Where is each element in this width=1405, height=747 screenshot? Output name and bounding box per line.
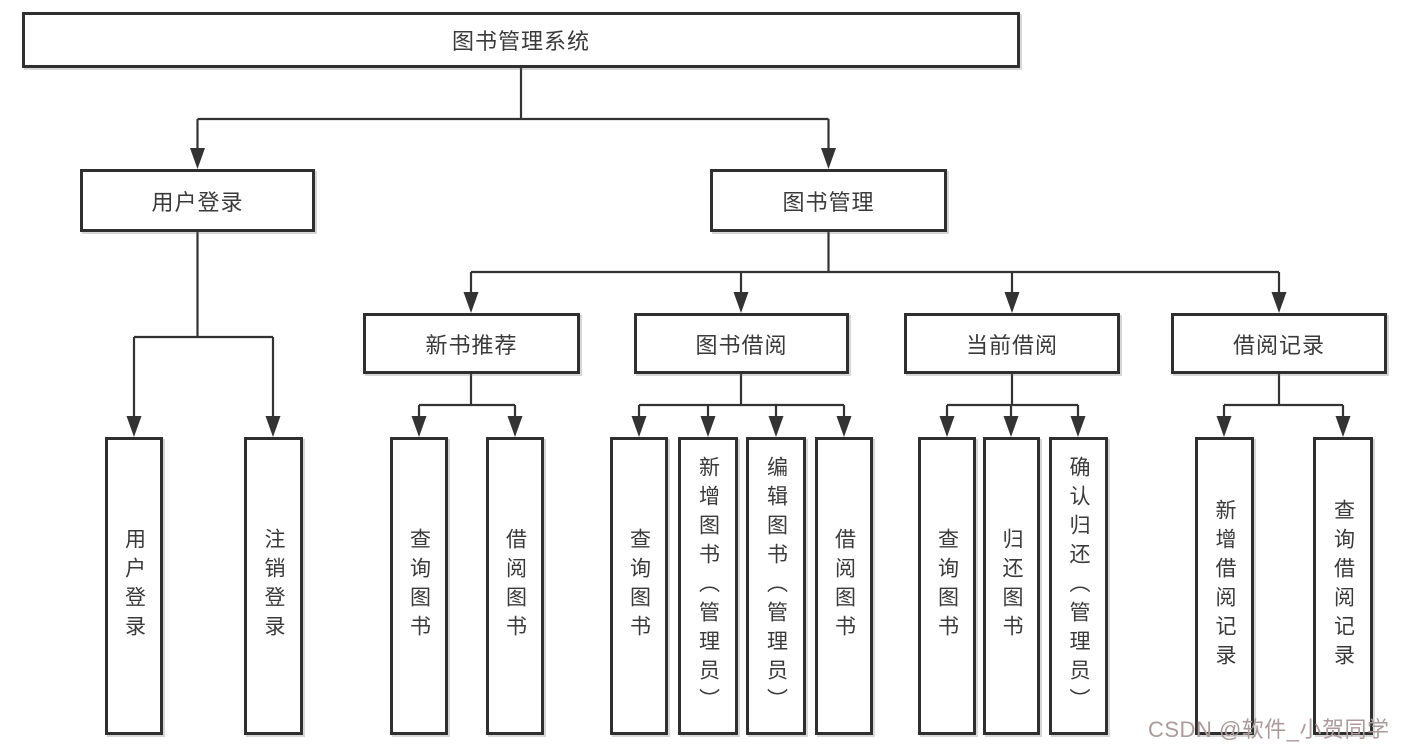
leaf-label: 借阅图书 [832, 528, 856, 644]
leaf-user-login: 用户登录 [105, 437, 163, 735]
leaf-label: 查询图书 [935, 528, 959, 644]
leaf-query-books-borrow: 查询图书 [610, 437, 668, 735]
leaf-add-borrow-record: 新增借阅记录 [1195, 437, 1254, 735]
leaf-label: 新增借阅记录 [1213, 499, 1236, 673]
node-new-book-recommend: 新书推荐 [363, 313, 580, 374]
leaf-query-books-current: 查询图书 [918, 437, 976, 735]
node-book-borrow: 图书借阅 [634, 313, 849, 374]
leaf-label: 查询图书 [627, 528, 651, 644]
leaf-label: 新增图书（管理员） [696, 455, 720, 717]
node-user-login: 用户登录 [80, 169, 315, 232]
leaf-add-books-admin: 新增图书（管理员） [678, 437, 738, 735]
leaf-logout: 注销登录 [244, 437, 303, 735]
leaf-label: 编辑图书（管理员） [764, 455, 788, 717]
leaf-borrow-books: 借阅图书 [815, 437, 873, 735]
csdn-watermark: CSDN @软件_小贺同学 [1148, 717, 1390, 742]
arrowheads [126, 148, 1351, 437]
leaf-label: 用户登录 [122, 528, 146, 644]
leaf-label: 借阅图书 [503, 528, 527, 644]
node-book-management: 图书管理 [710, 169, 947, 232]
leaf-confirm-return-admin: 确认归还（管理员） [1049, 437, 1108, 735]
node-current-borrow: 当前借阅 [904, 313, 1120, 374]
leaf-label: 查询图书 [407, 528, 431, 644]
node-borrow-records: 借阅记录 [1171, 313, 1387, 374]
leaf-label: 归还图书 [1000, 528, 1023, 644]
leaf-query-borrow-record: 查询借阅记录 [1313, 437, 1373, 735]
leaf-query-books-recommend: 查询图书 [390, 437, 448, 735]
node-library-management-system: 图书管理系统 [22, 12, 1020, 68]
leaf-edit-books-admin: 编辑图书（管理员） [746, 437, 806, 735]
leaf-label: 注销登录 [262, 528, 285, 644]
leaf-label: 查询借阅记录 [1331, 499, 1355, 673]
leaf-return-books: 归还图书 [983, 437, 1040, 735]
leaf-label: 确认归还（管理员） [1067, 455, 1090, 717]
leaf-borrow-books-recommend: 借阅图书 [486, 437, 544, 735]
